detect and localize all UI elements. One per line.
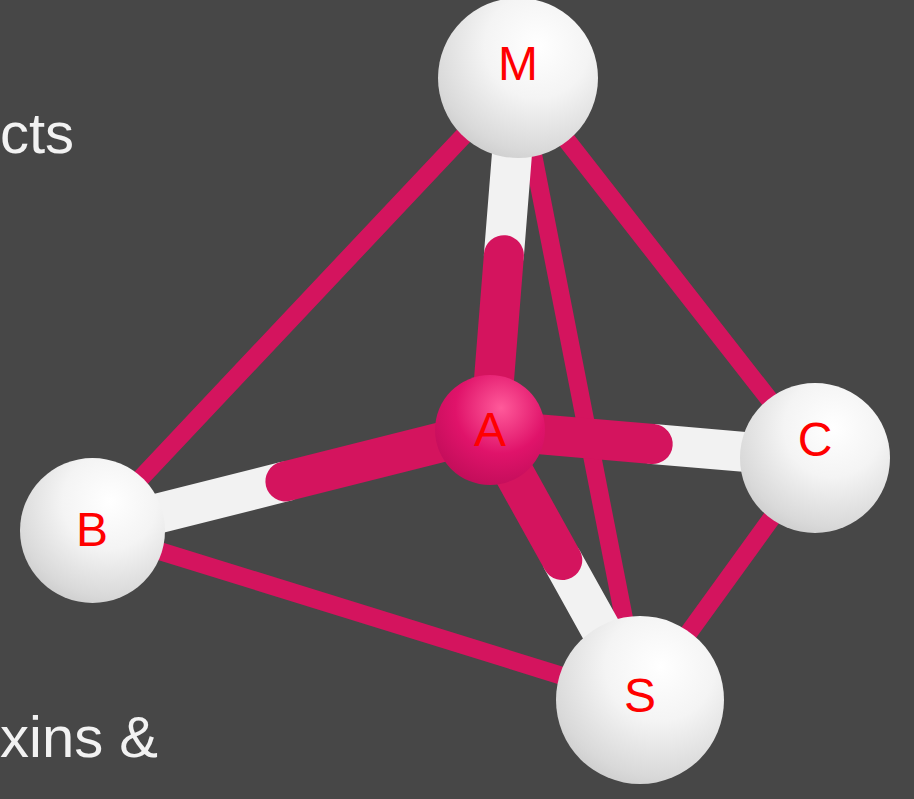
atom-sphere: M [438,0,598,158]
bond-stroke [285,442,440,481]
bond-tube [157,550,563,676]
bond-stroke [515,475,563,561]
bond-tube [515,475,601,630]
bond-tube [541,434,744,452]
bond-stroke [565,138,771,402]
atom-sphere: C [740,383,890,533]
atom-sphere: A [435,375,545,485]
bond-stroke [157,550,563,676]
vertex-label: A [474,406,506,454]
bond-tube [565,138,771,402]
vertex-label: S [624,672,656,720]
bond-tube [494,154,512,379]
slide-text-fragment: xins & [0,708,158,766]
bond-stroke [687,516,774,636]
atom-sphere: S [556,616,724,784]
bond-tube [158,442,440,513]
vertex-label: B [76,506,108,554]
atom-sphere: B [20,458,165,603]
bond-stroke [541,434,653,444]
slide-text-fragment: cts [0,104,74,162]
bond-stroke [494,255,504,379]
vertex-label: M [498,40,538,88]
vertex-label: C [798,416,833,464]
bond-tube [687,516,774,636]
